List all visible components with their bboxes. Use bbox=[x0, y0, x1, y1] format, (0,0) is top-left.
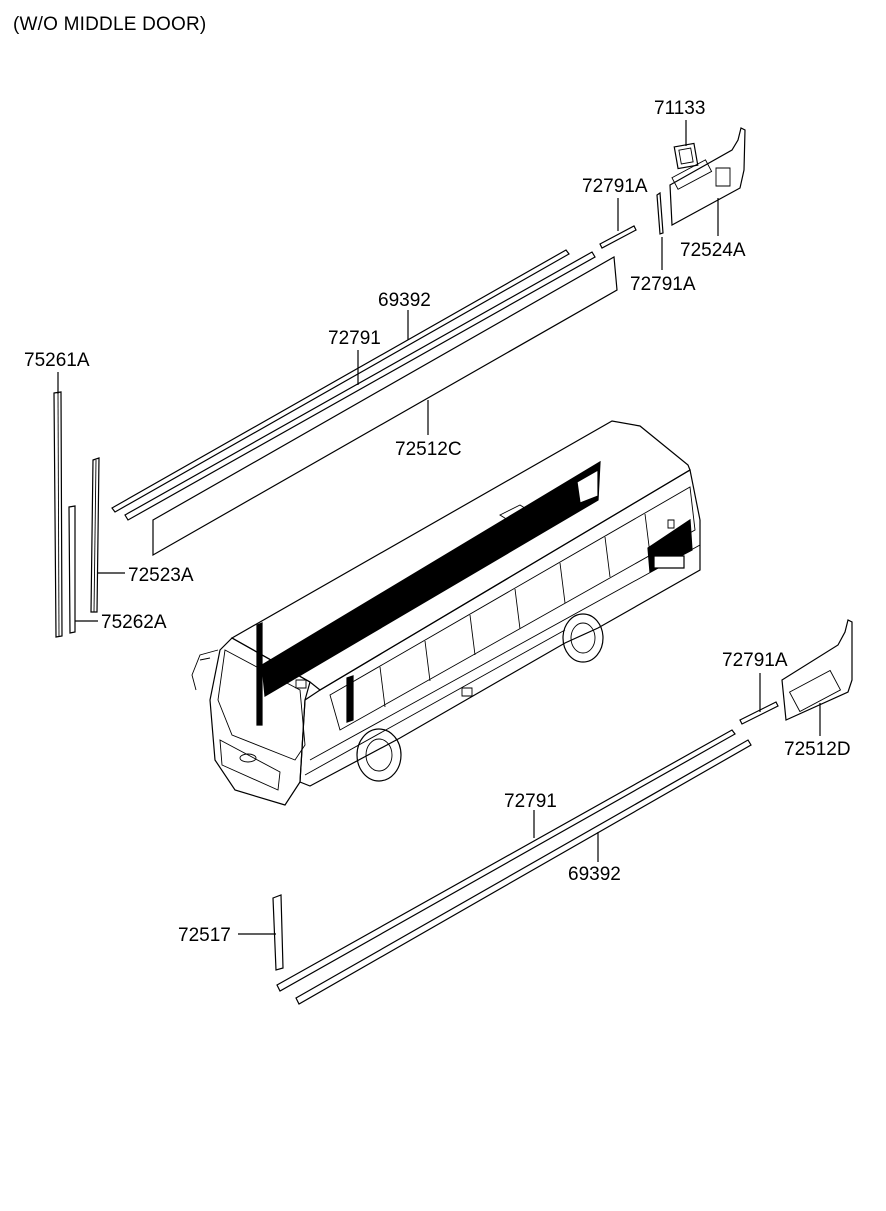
label-72791A-mid: 72791A bbox=[630, 274, 696, 295]
bus-rear-wheel bbox=[563, 614, 603, 662]
label-72791-top: 72791 bbox=[328, 328, 381, 349]
label-72791-low: 72791 bbox=[504, 791, 557, 812]
label-71133: 71133 bbox=[654, 98, 706, 119]
bus-illustration bbox=[192, 421, 700, 805]
label-75262A: 75262A bbox=[101, 612, 167, 633]
part-71133-glass bbox=[674, 143, 698, 168]
part-72791-lower-strip bbox=[277, 730, 735, 991]
part-72791A-vertical-strip bbox=[657, 193, 663, 234]
part-72512D-panel bbox=[782, 620, 852, 720]
part-75261A-moulding bbox=[54, 392, 62, 637]
label-72791A-low: 72791A bbox=[722, 650, 788, 671]
label-72512D: 72512D bbox=[784, 739, 851, 760]
diagram-header: (W/O MIDDLE DOOR) bbox=[13, 14, 207, 35]
part-69392-lower-moulding bbox=[296, 740, 751, 1004]
part-72791-top-strip bbox=[125, 252, 595, 520]
label-75261A: 75261A bbox=[24, 350, 90, 371]
label-72517: 72517 bbox=[178, 925, 231, 946]
part-72791A-short-strip bbox=[600, 226, 636, 248]
part-72791A-lower-strip bbox=[740, 702, 778, 724]
part-69392-top-moulding bbox=[112, 250, 569, 512]
part-72524A-panel bbox=[670, 128, 745, 225]
label-72791A-top: 72791A bbox=[582, 176, 648, 197]
bus-front-wheel bbox=[357, 729, 401, 781]
part-72512C-side-panel bbox=[153, 257, 617, 555]
part-75262A-moulding bbox=[69, 506, 75, 633]
label-69392-top: 69392 bbox=[378, 290, 431, 311]
part-72523A-moulding bbox=[91, 458, 99, 612]
label-69392-low: 69392 bbox=[568, 864, 621, 885]
label-72512C: 72512C bbox=[395, 439, 462, 460]
label-72524A: 72524A bbox=[680, 240, 746, 261]
leader-lines bbox=[58, 120, 820, 934]
label-72523A: 72523A bbox=[128, 565, 194, 586]
part-72517-trim bbox=[273, 895, 283, 970]
